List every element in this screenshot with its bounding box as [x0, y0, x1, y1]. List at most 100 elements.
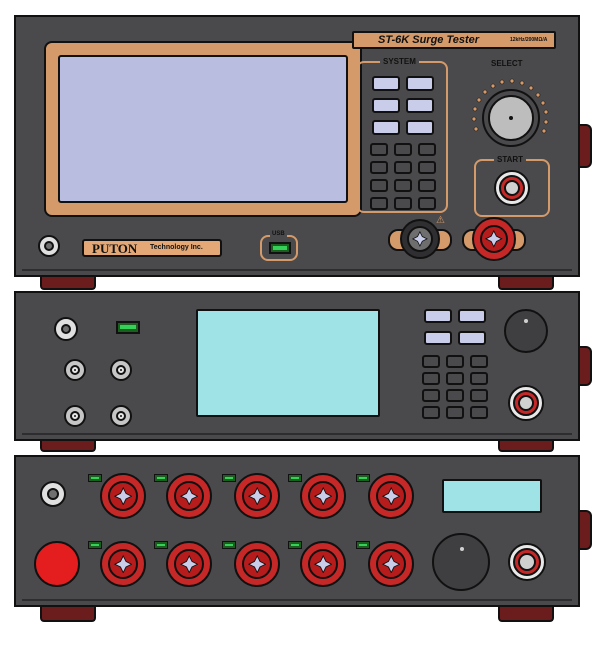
main-display: [58, 55, 348, 203]
system-key-4[interactable]: [406, 98, 434, 113]
scanner-terminal-2[interactable]: [166, 473, 212, 519]
numpad-key-4[interactable]: [370, 161, 388, 174]
unit2-start-button[interactable]: [508, 385, 544, 421]
channel-led-2: [154, 474, 168, 482]
start-button-cap: [504, 180, 520, 196]
bnc-connector-4[interactable]: [110, 405, 132, 427]
numpad-key-2[interactable]: [394, 143, 412, 156]
system-key-3[interactable]: [372, 98, 400, 113]
unit1-foot-left: [40, 274, 96, 290]
model-banner: ST-6K Surge Tester 12kHz/200MΩ/A: [352, 31, 556, 49]
main-display-bezel: [44, 41, 362, 217]
knob-indicator: [509, 116, 513, 120]
brand-plate: PUTON Technology Inc.: [82, 239, 222, 257]
unit2-numpad-key-8[interactable]: [446, 389, 464, 402]
numpad-key-6[interactable]: [418, 161, 436, 174]
unit2-key-2[interactable]: [458, 309, 486, 323]
high-voltage-terminal-icon: [412, 231, 428, 247]
numpad-key-12[interactable]: [418, 197, 436, 210]
model-spec: 12kHz/200MΩ/A: [510, 37, 548, 43]
brand-tagline: Technology Inc.: [150, 244, 203, 251]
unit3-side-handle: [580, 510, 592, 550]
unit3-power-button[interactable]: [40, 481, 66, 507]
usb-label: USB: [270, 231, 287, 237]
numpad-key-10[interactable]: [370, 197, 388, 210]
usb-icon[interactable]: [116, 321, 140, 334]
usb-icon[interactable]: [269, 242, 291, 254]
channel-led-6: [88, 541, 102, 549]
scanner-rotary-knob[interactable]: [432, 533, 490, 591]
unit2-numpad-key-6[interactable]: [470, 372, 488, 385]
select-scale-dots: [471, 78, 549, 134]
system-key-2[interactable]: [406, 76, 434, 91]
numpad-key-1[interactable]: [370, 143, 388, 156]
unit1-side-handle: [580, 124, 592, 168]
scanner-display: [442, 479, 542, 513]
numpad-key-11[interactable]: [394, 197, 412, 210]
start-panel: START: [474, 155, 550, 217]
unit2-numpad-key-12[interactable]: [470, 406, 488, 419]
unit2-rotary-knob[interactable]: [504, 309, 548, 353]
unit3-foot-right: [498, 604, 554, 622]
power-button-icon: [61, 324, 71, 334]
channel-led-10: [356, 541, 370, 549]
bnc-connector-3[interactable]: [64, 405, 86, 427]
rotary-knob-icon: [460, 547, 464, 551]
select-rotary-knob[interactable]: [482, 89, 540, 147]
numpad-key-8[interactable]: [394, 179, 412, 192]
unit2-key-3[interactable]: [424, 331, 452, 345]
system-key-6[interactable]: [406, 120, 434, 135]
unit1-foot-right: [498, 274, 554, 290]
channel-led-4: [288, 474, 302, 482]
system-key-5[interactable]: [372, 120, 400, 135]
warning-icon: ⚠: [436, 215, 445, 226]
scanner-terminal-3[interactable]: [234, 473, 280, 519]
emergency-stop-icon[interactable]: [34, 541, 80, 587]
channel-led-3: [222, 474, 236, 482]
scanner-terminal-4[interactable]: [300, 473, 346, 519]
unit2-numpad-key-9[interactable]: [470, 389, 488, 402]
scanner-terminal-5[interactable]: [368, 473, 414, 519]
high-voltage-terminal-2[interactable]: [472, 217, 516, 261]
system-key-panel: SYSTEM: [356, 57, 448, 213]
channel-led-5: [356, 474, 370, 482]
unit2-numpad-key-5[interactable]: [446, 372, 464, 385]
numpad-key-5[interactable]: [394, 161, 412, 174]
power-button[interactable]: [38, 235, 60, 257]
scanner-terminal-8[interactable]: [234, 541, 280, 587]
start-button[interactable]: [494, 170, 530, 206]
scanner-terminal-1[interactable]: [100, 473, 146, 519]
high-voltage-terminal-icon: [113, 486, 133, 506]
numpad-key-3[interactable]: [418, 143, 436, 156]
unit2-foot-left: [40, 438, 96, 452]
unit2-numpad-key-10[interactable]: [422, 406, 440, 419]
unit2-key-4[interactable]: [458, 331, 486, 345]
scanner-unit: [14, 455, 580, 607]
bnc-connector-2[interactable]: [110, 359, 132, 381]
power-button-icon: [47, 488, 59, 500]
unit2-numpad-key-1[interactable]: [422, 355, 440, 368]
unit2-numpad-key-4[interactable]: [422, 372, 440, 385]
unit2-side-handle: [580, 346, 592, 386]
scanner-terminal-10[interactable]: [368, 541, 414, 587]
unit2-power-button[interactable]: [54, 317, 78, 341]
channel-led-9: [288, 541, 302, 549]
scanner-terminal-7[interactable]: [166, 541, 212, 587]
system-key-1[interactable]: [372, 76, 400, 91]
scanner-terminal-9[interactable]: [300, 541, 346, 587]
scanner-terminal-6[interactable]: [100, 541, 146, 587]
numpad-key-9[interactable]: [418, 179, 436, 192]
unit2-numpad-key-11[interactable]: [446, 406, 464, 419]
unit2-numpad-key-7[interactable]: [422, 389, 440, 402]
scanner-start-button[interactable]: [508, 543, 546, 581]
unit2-numpad-key-2[interactable]: [446, 355, 464, 368]
unit2-key-1[interactable]: [424, 309, 452, 323]
unit2-display: [196, 309, 380, 417]
numpad-key-7[interactable]: [370, 179, 388, 192]
high-voltage-terminal-1[interactable]: [400, 219, 440, 259]
select-label: SELECT: [491, 59, 523, 68]
unit2-numpad-key-3[interactable]: [470, 355, 488, 368]
bnc-connector-1[interactable]: [64, 359, 86, 381]
model-title: ST-6K Surge Tester: [378, 34, 480, 46]
rotary-knob-icon: [524, 319, 528, 323]
